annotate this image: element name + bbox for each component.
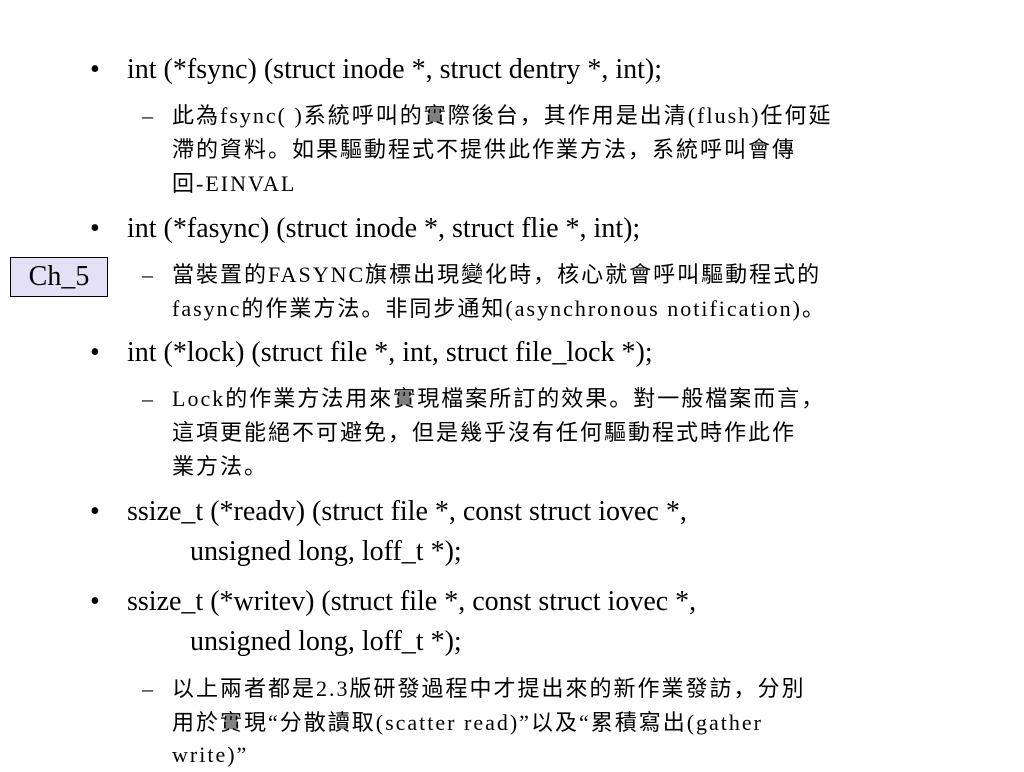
- sub-bullet-line: 業方法。: [172, 454, 269, 479]
- bullet-text: int (*lock) (struct file *, int, struct …: [127, 337, 653, 368]
- bullet-text: int (*fsync) (struct inode *, struct den…: [127, 54, 662, 85]
- bullet-text: ssize_t (*writev) (struct file *, const …: [127, 586, 697, 617]
- bullet-text: ssize_t (*readv) (struct file *, const s…: [127, 496, 687, 527]
- bullet-text-continuation: unsigned long, loff_t *);: [190, 536, 462, 567]
- dash-icon: –: [142, 262, 153, 287]
- bullet-text: int (*fasync) (struct inode *, struct fl…: [127, 213, 641, 244]
- dash-icon: –: [142, 103, 153, 128]
- dash-icon: –: [142, 386, 153, 411]
- sub-bullet-line: 回-EINVAL: [172, 171, 297, 196]
- bullet-icon: •: [90, 54, 100, 85]
- dash-icon: –: [142, 676, 153, 701]
- bullet-icon: •: [90, 337, 100, 368]
- sub-bullet-line: fasync的作業方法。非同步通知(asynchronous notificat…: [172, 296, 826, 321]
- sub-bullet-line: 以上兩者都是2.3版研發過程中才提出來的新作業發訪，分別: [172, 676, 806, 701]
- bullet-icon: •: [90, 496, 100, 527]
- bullet-icon: •: [90, 586, 100, 617]
- sub-bullet-line: 用於實現“分散讀取(scatter read)”以及“累積寫出(gather: [172, 710, 764, 735]
- sub-bullet-line: 當裝置的FASYNC旗標出現變化時，核心就會呼叫驅動程式的: [172, 262, 822, 287]
- sub-bullet-line: write)”: [172, 742, 249, 767]
- sub-bullet-line: 此為fsync( )系統呼叫的實際後台，其作用是出清(flush)任何延: [172, 103, 833, 128]
- sub-bullet-line: 滯的資料。如果驅動程式不提供此作業方法，系統呼叫會傳: [172, 137, 797, 162]
- sub-bullet-line: 這項更能絕不可避免，但是幾乎沒有任何驅動程式時作此作: [172, 420, 797, 445]
- sub-bullet-line: Lock的作業方法用來實現檔案所訂的效果。對一般檔案而言，: [172, 386, 826, 411]
- bullet-icon: •: [90, 213, 100, 244]
- chapter-tag: Ch_5: [10, 257, 108, 297]
- bullet-text-continuation: unsigned long, loff_t *);: [190, 626, 462, 657]
